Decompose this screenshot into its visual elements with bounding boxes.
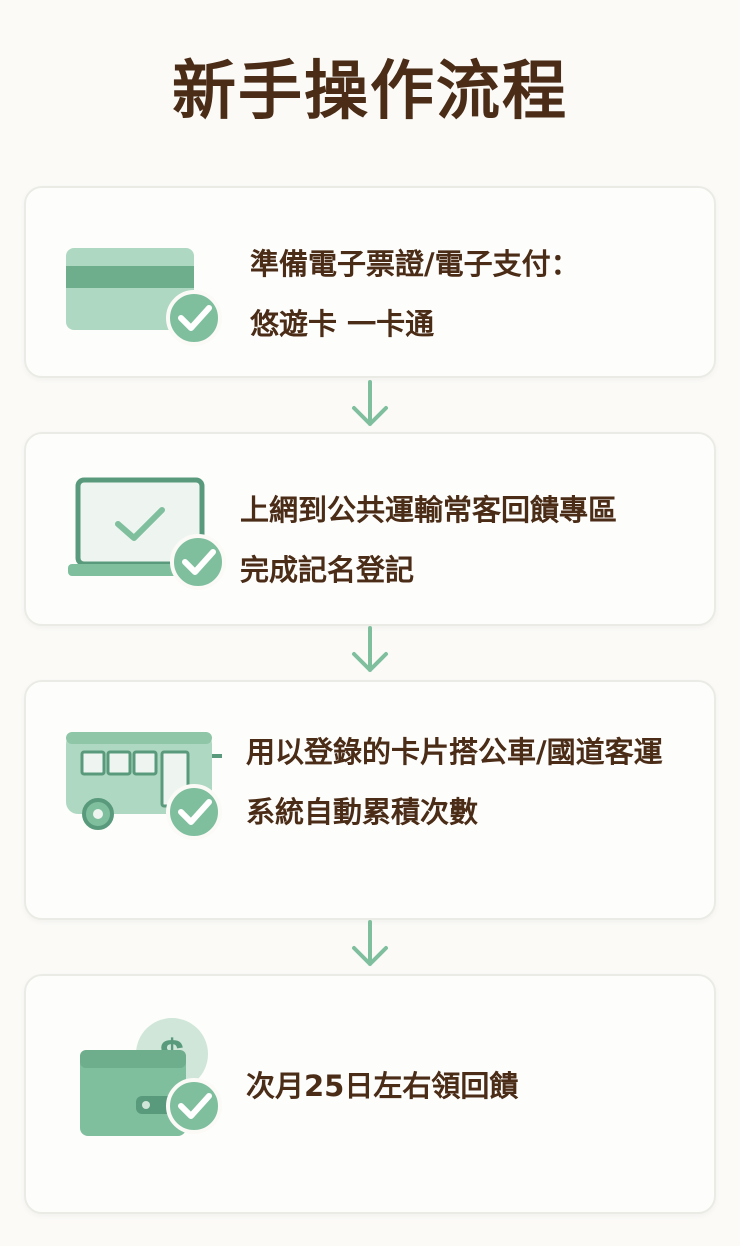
step-3-line-2: 系統自動累積次數 <box>246 795 479 829</box>
arrow-down-icon <box>352 920 388 966</box>
wallet-dollar-icon: $ <box>76 1016 236 1146</box>
credit-card-icon <box>64 246 224 346</box>
bus-icon <box>64 726 234 846</box>
arrow-down-icon <box>352 626 388 672</box>
step-2-line-2: 完成記名登記 <box>240 553 415 587</box>
step-text-4: 次月25日左右領回饋 <box>246 1056 518 1116</box>
laptop-icon <box>68 476 228 596</box>
check-circle-icon <box>166 1078 222 1134</box>
arrow-down-icon <box>352 380 388 426</box>
step-card-2: 上網到公共運輸常客回饋專區 完成記名登記 <box>24 432 716 626</box>
step-1-line-2: 悠遊卡 一卡通 <box>250 307 435 341</box>
step-1-line-1: 準備電子票證/電子支付： <box>250 247 580 281</box>
check-circle-icon <box>166 784 222 840</box>
check-circle-icon <box>170 534 226 590</box>
step-4-line-1: 次月25日左右領回饋 <box>246 1069 519 1103</box>
step-card-4: $ 次月25日左右領回饋 <box>24 974 716 1214</box>
step-2-line-1: 上網到公共運輸常客回饋專區 <box>240 493 618 527</box>
step-card-3: 用以登錄的卡片搭公車/國道客運 系統自動累積次數 <box>24 680 716 920</box>
step-text-2: 上網到公共運輸常客回饋專區 完成記名登記 <box>240 480 617 600</box>
page-title: 新手操作流程 <box>172 55 568 129</box>
step-text-3: 用以登錄的卡片搭公車/國道客運 系統自動累積次數 <box>246 722 663 842</box>
check-circle-icon <box>166 290 222 346</box>
step-3-line-1: 用以登錄的卡片搭公車/國道客運 <box>246 735 663 769</box>
step-card-1: 準備電子票證/電子支付： 悠遊卡 一卡通 <box>24 186 716 378</box>
step-text-1: 準備電子票證/電子支付： 悠遊卡 一卡通 <box>250 234 580 354</box>
